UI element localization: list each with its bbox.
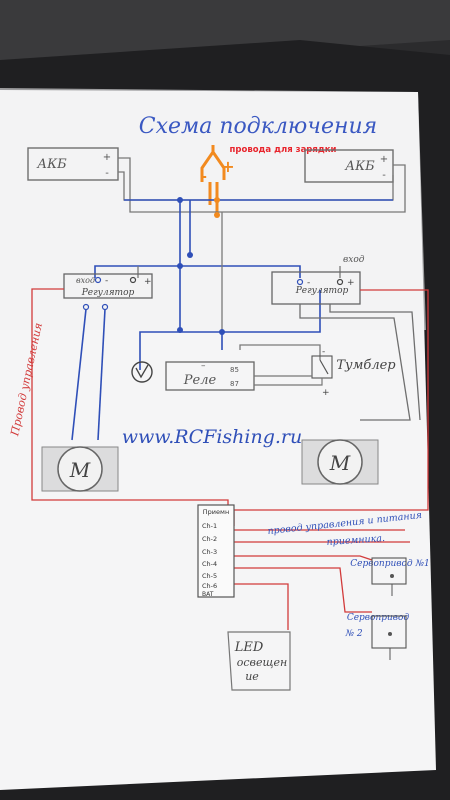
led-box: LED освещен ие [227, 631, 291, 691]
relay-wires [254, 375, 323, 386]
receiver-bat: BAT [202, 591, 214, 598]
relay-label: Реле [183, 373, 217, 388]
receiver-ch2: Ch-2 [202, 535, 217, 543]
motor-left: М [41, 446, 119, 492]
motor-wires-right [299, 304, 421, 421]
regulator-left: вход Регулятор + - [63, 273, 153, 311]
receiver-ch3: Ch-3 [202, 548, 217, 556]
regulator-right: вход Регулятор - + [271, 255, 365, 305]
receiver: Приемн Ch-1 Ch-2 Ch-3 Ch-4 Ch-5 Ch-6 BAT [197, 504, 235, 598]
relay-minus-dash: – [201, 361, 206, 371]
regulator-left-input: вход [76, 276, 95, 285]
motor-right-label: М [329, 451, 351, 475]
voltmeter-icon [131, 361, 153, 383]
battery-right-minus: - [382, 170, 386, 181]
motor-left-label: М [69, 458, 91, 482]
battery-right-plus: + [380, 154, 388, 165]
servo2-label-2: № 2 [344, 629, 362, 639]
battery-left-plus: + [103, 152, 111, 163]
led-label-1: LED [234, 640, 264, 655]
motor-wires [71, 308, 106, 441]
led-label-3: ие [245, 670, 259, 683]
toggle-minus: - [322, 347, 325, 357]
regulator-left-plus: + [144, 277, 152, 287]
junction-dots [177, 197, 225, 335]
relay-num-top: 85 [230, 366, 239, 374]
regulator-right-plus: + [347, 278, 355, 288]
regulator-right-name: Регулятор [295, 286, 349, 296]
relay: Реле 85 87 – [165, 361, 255, 391]
regulator-right-input: вход [343, 255, 365, 265]
servo2-label-1: Сервопривод [347, 613, 410, 623]
servo-1: Сервопривод №1 [350, 557, 430, 596]
regulator-left-name: Регулятор [81, 288, 135, 298]
website-text: www.RCFishing.ru [122, 426, 303, 448]
grey-verticals [137, 212, 341, 360]
receiver-title: Приемн [203, 508, 229, 516]
battery-left-minus: - [105, 168, 109, 179]
servo1-label: Сервопривод №1 [350, 559, 429, 569]
charge-plus: + [221, 157, 234, 176]
toggle-plus: + [322, 388, 330, 398]
led-label-2: освещен [237, 656, 287, 669]
diagram-title: Схема подключения [139, 114, 377, 139]
regulator-left-minus: - [105, 276, 108, 286]
relay-num-bottom: 87 [230, 380, 239, 388]
receiver-ch4: Ch-4 [202, 560, 217, 568]
charge-wires-note: провода для зарядки [230, 145, 337, 155]
regulator-right-minus: - [307, 278, 310, 288]
charge-minus: - [201, 169, 207, 185]
battery-right-label: АКБ [344, 159, 375, 174]
control-power-note-2: приемника. [326, 533, 385, 548]
servo-2: Сервопривод № 2 [344, 613, 409, 660]
battery-left-label: АКБ [36, 157, 67, 172]
battery-right: АКБ + - [304, 149, 394, 183]
battery-left: АКБ + - [27, 147, 119, 181]
motor-right: М [301, 439, 379, 485]
receiver-ch6: Ch-6 [202, 582, 217, 590]
toggle-label: Тумблер [336, 358, 396, 373]
receiver-ch5: Ch-5 [202, 572, 217, 580]
receiver-ch1: Ch-1 [202, 522, 217, 530]
